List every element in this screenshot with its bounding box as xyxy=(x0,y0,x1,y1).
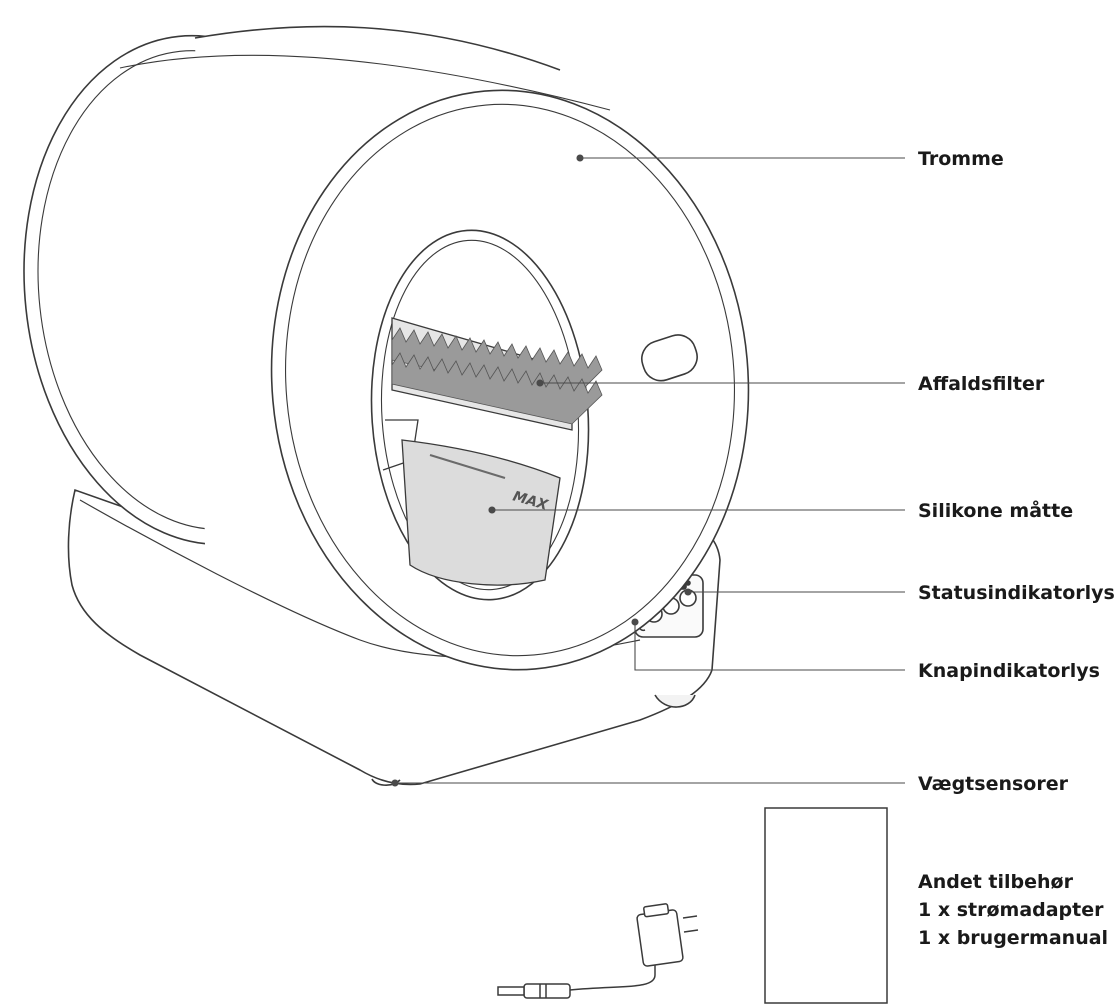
label-status-lights: Statusindikatorlys xyxy=(918,582,1115,604)
filter-spikes xyxy=(391,327,603,425)
drum-handle xyxy=(641,334,698,382)
label-weight-sensors: Vægtsensorer xyxy=(918,773,1069,795)
label-button-lights: Knapindikatorlys xyxy=(918,660,1100,682)
accessory-item-manual: 1 x brugermanual xyxy=(918,927,1108,949)
accessory-item-adapter: 1 x strømadapter xyxy=(918,899,1104,921)
silicone-mat xyxy=(401,439,561,586)
accessories-list: Andet tilbehør 1 x strømadapter 1 x brug… xyxy=(918,871,1108,949)
interior xyxy=(382,317,603,586)
label-waste-filter: Affaldsfilter xyxy=(918,373,1045,395)
label-drum: Tromme xyxy=(918,148,1004,170)
power-adapter-illustration xyxy=(497,903,699,999)
label-silicone-mat: Silikone måtte xyxy=(918,498,1073,522)
accessories-heading: Andet tilbehør xyxy=(918,871,1074,893)
user-manual-illustration xyxy=(764,807,888,1004)
leader-lines xyxy=(391,154,905,787)
